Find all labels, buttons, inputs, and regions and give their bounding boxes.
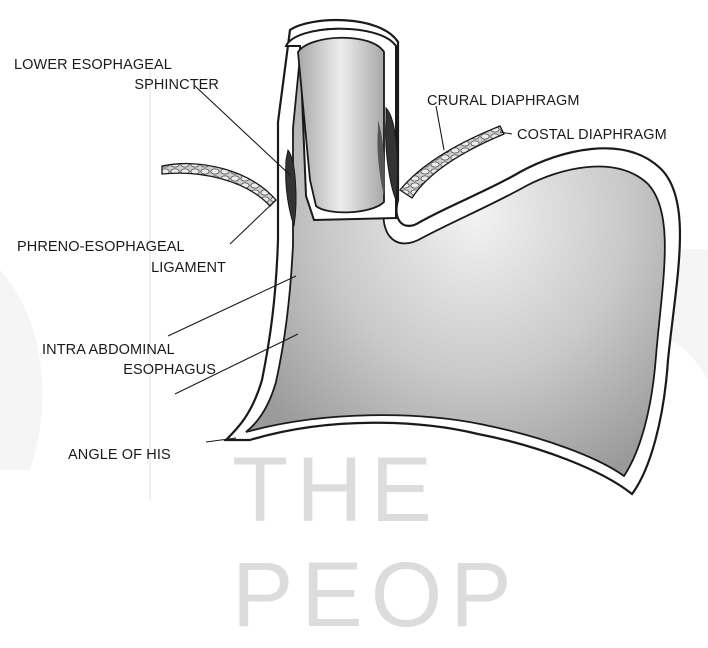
right-diaphragm xyxy=(400,126,504,198)
label-angle-of-his: ANGLE OF HIS xyxy=(68,446,171,464)
label-costal-diaphragm: COSTAL DIAPHRAGM xyxy=(517,126,667,144)
label-phreno-esophageal-1: PHRENO-ESOPHAGEAL xyxy=(17,238,185,256)
label-intra-abdominal-2: ESOPHAGUS xyxy=(42,361,216,379)
label-lower-esophageal-sphincter-2: SPHINCTER xyxy=(14,76,219,94)
watermark-text: THE PEOP xyxy=(232,438,708,648)
left-diaphragm xyxy=(162,164,276,206)
label-crural-diaphragm: CRURAL DIAPHRAGM xyxy=(427,92,580,110)
label-intra-abdominal-1: INTRA ABDOMINAL xyxy=(42,341,175,359)
label-lower-esophageal-sphincter-1: LOWER ESOPHAGEAL xyxy=(14,56,222,74)
label-phreno-esophageal-2: LIGAMENT xyxy=(17,259,226,277)
